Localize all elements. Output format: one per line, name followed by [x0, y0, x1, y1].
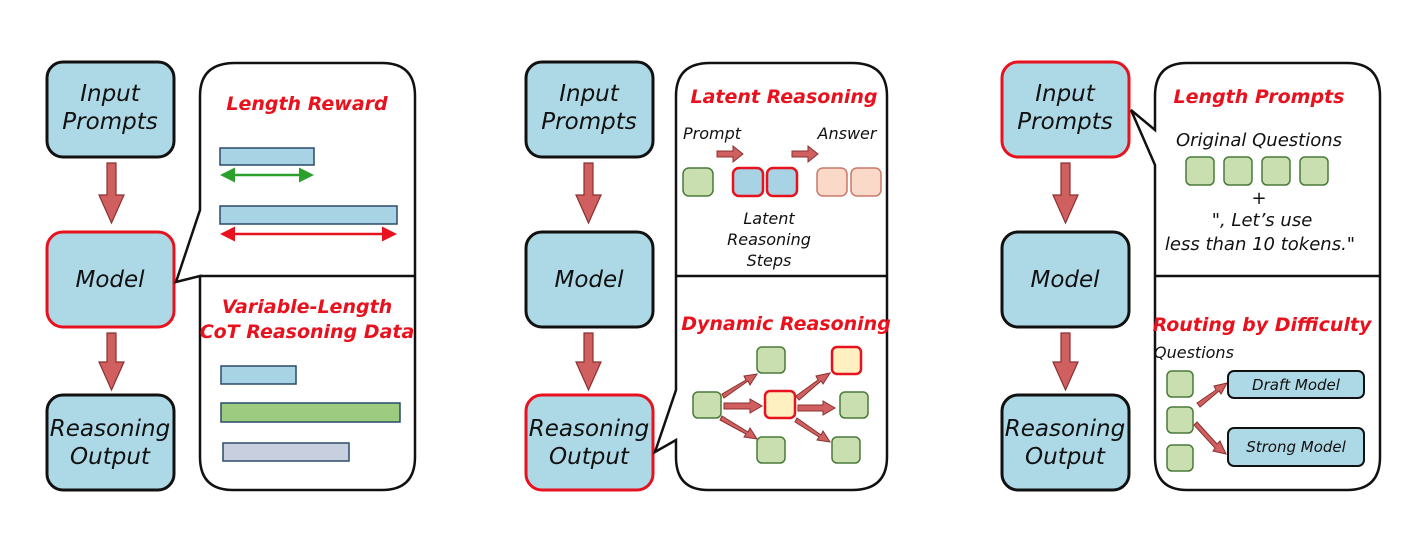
graph-node-highlighted	[830, 345, 863, 376]
prompt-suffix-line1: ", Let’s use	[1212, 210, 1313, 231]
input-prompts-box	[45, 60, 176, 159]
data-bar-medium	[222, 442, 350, 462]
graph-node	[756, 346, 786, 374]
graph-arrow	[719, 415, 759, 440]
plus-sign: +	[1251, 188, 1266, 209]
reasoning-output-box	[1000, 393, 1131, 492]
draft-model-label: Draft Model	[1252, 376, 1341, 394]
input-prompts-box-highlighted	[1000, 60, 1131, 159]
routing-arrow-strong	[1193, 421, 1227, 455]
answer-token	[816, 167, 848, 197]
model-label: Model	[1030, 267, 1100, 293]
strong-model-box	[1227, 427, 1365, 467]
dynamic-reasoning-title: Dynamic Reasoning	[681, 313, 891, 335]
strong-model-label: Strong Model	[1246, 438, 1346, 456]
question-token	[1223, 156, 1253, 186]
graph-arrow	[795, 372, 832, 401]
questions-label: Questions	[1154, 343, 1234, 362]
latent-token	[765, 166, 799, 198]
original-questions-label: Original Questions	[1176, 130, 1342, 151]
question-token	[1166, 370, 1194, 398]
graph-arrow	[721, 373, 759, 399]
latent-steps-label-2: Reasoning	[727, 230, 811, 249]
length-reward-title: Length Reward	[226, 93, 388, 115]
reasoning-output-box	[45, 393, 176, 492]
variable-length-title-line2: CoT Reasoning Data	[200, 321, 415, 343]
down-arrow	[575, 162, 602, 225]
routing-arrow-draft	[1196, 382, 1228, 408]
model-box-highlighted	[45, 230, 176, 329]
short-output-bar	[219, 147, 315, 166]
latent-reasoning-title: Latent Reasoning	[690, 86, 877, 108]
answer-token	[850, 167, 882, 197]
graph-node	[839, 391, 869, 419]
answer-label: Answer	[817, 124, 878, 143]
down-arrow	[98, 162, 125, 225]
length-prompts-title: Length Prompts	[1174, 86, 1345, 108]
prompt-token	[682, 167, 714, 197]
variable-length-title-line1: Variable-Length	[222, 296, 392, 318]
down-arrow	[1052, 162, 1079, 225]
graph-node	[831, 436, 861, 464]
answer-arrow	[791, 144, 819, 164]
question-token	[1166, 444, 1194, 472]
model-box	[524, 230, 655, 329]
question-token	[1299, 156, 1329, 186]
routing-title: Routing by Difficulty	[1153, 314, 1373, 336]
long-output-bar	[219, 205, 398, 225]
down-arrow	[98, 332, 125, 392]
latent-token	[731, 166, 765, 198]
latent-steps-label-1: Latent	[743, 209, 795, 228]
graph-node-highlighted	[763, 389, 797, 420]
graph-arrow	[797, 400, 836, 416]
graph-node-root	[692, 391, 722, 419]
draft-model-box	[1227, 370, 1365, 399]
model-label: Model	[554, 267, 624, 293]
latent-steps-label-3: Steps	[747, 251, 792, 270]
reasoning-output-box-highlighted	[524, 393, 655, 492]
input-prompts-box	[524, 60, 655, 159]
question-token	[1166, 406, 1194, 434]
model-box	[1000, 230, 1131, 329]
data-bar-short	[220, 365, 297, 385]
model-label: Model	[75, 267, 145, 293]
data-bar-long	[220, 402, 401, 423]
prompt-suffix-line2: less than 10 tokens."	[1165, 234, 1355, 255]
graph-arrow	[723, 398, 763, 414]
question-token	[1261, 156, 1291, 186]
prompt-arrow	[716, 144, 744, 164]
question-token	[1185, 156, 1215, 186]
down-arrow	[1052, 332, 1079, 392]
graph-arrow	[794, 417, 832, 443]
graph-node	[756, 436, 786, 464]
down-arrow	[575, 332, 602, 392]
prompt-label: Prompt	[683, 124, 742, 143]
